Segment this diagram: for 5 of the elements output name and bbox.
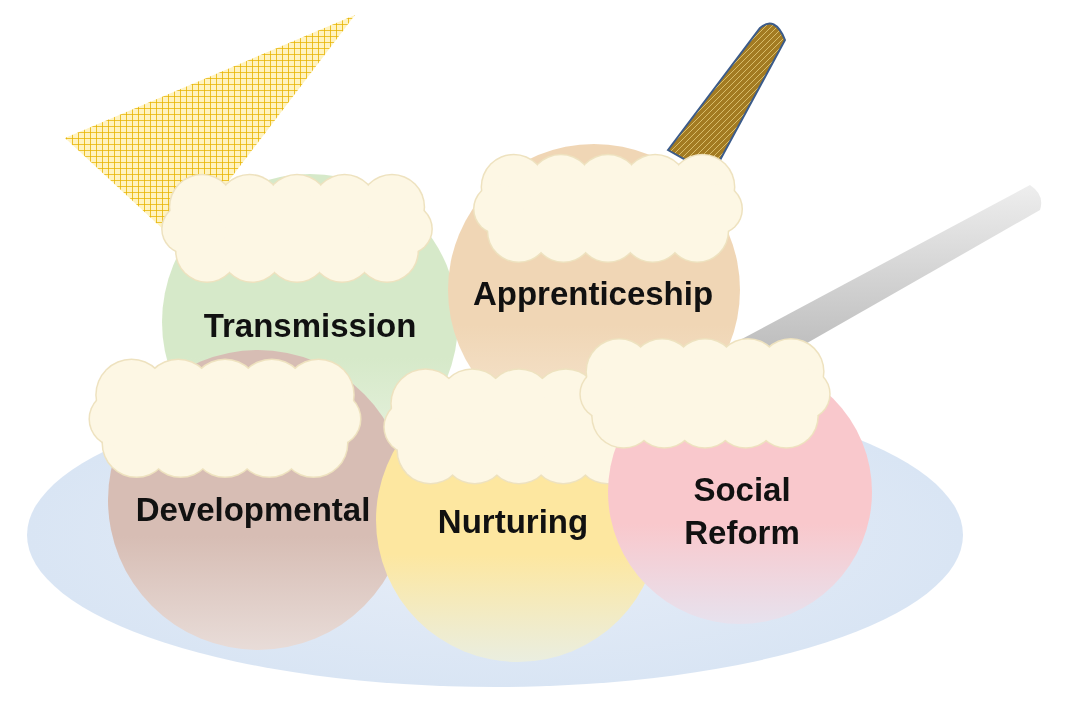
- flavor-label: Nurturing: [413, 500, 613, 544]
- flavor-label: Transmission: [180, 304, 440, 348]
- flavor-label: Apprenticeship: [448, 272, 738, 316]
- flavor-label: Developmental: [113, 488, 393, 532]
- flavor-label: Social Reform: [662, 469, 822, 555]
